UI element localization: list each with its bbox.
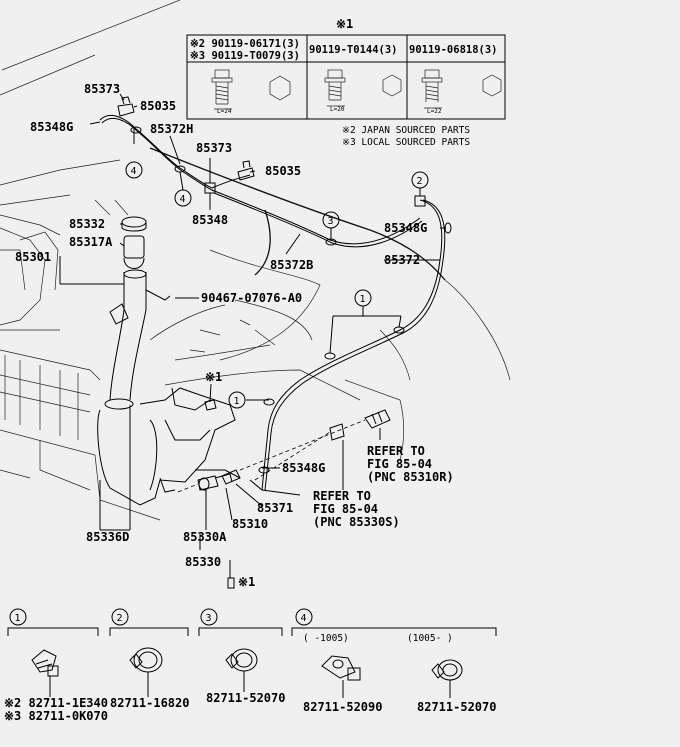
svg-text:4: 4 bbox=[180, 194, 186, 205]
circled-number: 3 bbox=[322, 211, 340, 229]
hex-nut-icon bbox=[382, 74, 402, 97]
legend-part-2: 82711-16820 bbox=[110, 696, 189, 710]
callout-85371: 85371 bbox=[257, 501, 293, 515]
table-col1-line1: ※2 90119-06171(3) bbox=[190, 38, 300, 50]
callout-85372: 85372 bbox=[384, 253, 420, 267]
svg-text:4: 4 bbox=[131, 166, 137, 177]
legend-item-2: 2 82711-16820 bbox=[109, 608, 189, 710]
callout-85348: 85348 bbox=[192, 213, 228, 227]
svg-text:4: 4 bbox=[301, 613, 307, 624]
table-note-mark: ※1 bbox=[336, 17, 353, 31]
callout-85348g-a: 85348G bbox=[30, 120, 73, 134]
legend-item-3: 3 82711-52070 bbox=[198, 608, 285, 705]
callout-85373-b: 85373 bbox=[196, 141, 232, 155]
svg-text:2: 2 bbox=[117, 613, 123, 624]
callout-85330a: 85330A bbox=[183, 530, 227, 544]
washer-nozzle bbox=[237, 160, 255, 181]
part-callouts: 85373 85035 85348G 85372H 85373 85035 85… bbox=[15, 82, 427, 569]
callout-90467-07076-a0: 90467-07076-A0 bbox=[201, 291, 302, 305]
star-mark-1: ※1 bbox=[205, 370, 222, 384]
callout-85373-a: 85373 bbox=[84, 82, 120, 96]
svg-text:(PNC 85310R): (PNC 85310R) bbox=[367, 470, 454, 484]
refer-note-a: REFER TO FIG 85-04 (PNC 85310R) bbox=[367, 444, 454, 484]
clamp-icon bbox=[321, 655, 361, 681]
svg-text:3: 3 bbox=[328, 216, 334, 227]
callout-85035-b: 85035 bbox=[265, 164, 301, 178]
callout-85317a: 85317A bbox=[69, 235, 113, 249]
clamp-icon bbox=[431, 659, 463, 681]
svg-text:1: 1 bbox=[234, 396, 240, 407]
circled-number: 4 bbox=[125, 161, 143, 179]
callout-85310: 85310 bbox=[232, 517, 268, 531]
legend-item-4: 4 ( -1005) (1005- ) 82711-52090 82711-52… bbox=[291, 608, 497, 714]
callout-85035-a: 85035 bbox=[140, 99, 176, 113]
callout-85348g-c: 85348G bbox=[282, 461, 325, 475]
legend-part-1a: ※2 82711-1E340 bbox=[4, 696, 108, 710]
callout-85336d: 85336D bbox=[86, 530, 129, 544]
callout-85301: 85301 bbox=[15, 250, 51, 264]
table-col3: 90119-06818(3) bbox=[409, 44, 498, 56]
hex-nut-icon bbox=[482, 74, 502, 97]
svg-text:3: 3 bbox=[206, 613, 212, 624]
svg-text:(PNC 85330S): (PNC 85330S) bbox=[313, 515, 400, 529]
svg-text:FIG 85-04: FIG 85-04 bbox=[367, 457, 432, 471]
clamp-icon bbox=[129, 647, 163, 673]
note-japan-sourced: ※2 JAPAN SOURCED PARTS bbox=[342, 125, 470, 136]
legend-item-1: 1 ※2 82711-1E340 ※3 82711-0K070 bbox=[4, 608, 108, 723]
hose-clamps bbox=[130, 126, 452, 474]
svg-text:REFER TO: REFER TO bbox=[367, 444, 425, 458]
circled-number: 4 bbox=[174, 189, 192, 207]
legend-part-1b: ※3 82711-0K070 bbox=[4, 709, 108, 723]
clamp-legend: 1 ※2 82711-1E340 ※3 82711-0K070 2 82711-… bbox=[4, 608, 497, 723]
legend-range-b: (1005- ) bbox=[407, 633, 453, 644]
legend-part-4a: 82711-52090 bbox=[303, 700, 382, 714]
legend-range-a: ( -1005) bbox=[303, 633, 349, 644]
clamp-icon bbox=[31, 649, 59, 677]
callout-85330: 85330 bbox=[185, 555, 221, 569]
bolt-icon: L=20 bbox=[324, 69, 346, 113]
refer-note-b: REFER TO FIG 85-04 (PNC 85330S) bbox=[313, 489, 400, 529]
leader-lines bbox=[59, 93, 446, 578]
circled-number: 1 bbox=[228, 391, 246, 409]
table-col1-line2: ※3 90119-T0079(3) bbox=[190, 50, 300, 62]
table-col2: 90119-T0144(3) bbox=[309, 44, 398, 56]
svg-text:1: 1 bbox=[360, 294, 366, 305]
note-local-sourced: ※3 LOCAL SOURCED PARTS bbox=[342, 137, 470, 148]
svg-text:1: 1 bbox=[15, 613, 21, 624]
dim-label-3: L=22 bbox=[427, 108, 442, 115]
bolt-icon: L=22 bbox=[421, 69, 443, 115]
callout-85372b: 85372B bbox=[270, 258, 313, 272]
legend-part-4b: 82711-52070 bbox=[417, 700, 496, 714]
circled-number: 2 bbox=[411, 171, 429, 189]
dim-label-2: L=20 bbox=[330, 106, 345, 113]
clamp-icon bbox=[225, 648, 258, 672]
star-mark-2: ※1 bbox=[238, 575, 255, 589]
callout-85372h: 85372H bbox=[150, 122, 193, 136]
svg-text:FIG 85-04: FIG 85-04 bbox=[313, 502, 378, 516]
bolt-spec-table: ※1 ※2 90119-06171(3) ※3 90119-T0079(3) 9… bbox=[186, 17, 506, 120]
hex-nut-icon bbox=[269, 75, 291, 101]
legend-part-3: 82711-52070 bbox=[206, 691, 285, 705]
dim-label-1: L=24 bbox=[217, 108, 232, 115]
svg-text:2: 2 bbox=[417, 176, 423, 187]
circled-number: 1 bbox=[354, 289, 372, 307]
bolt-icon: L=24 bbox=[211, 69, 233, 115]
washer-tank-assembly bbox=[97, 216, 391, 589]
svg-text:REFER TO: REFER TO bbox=[313, 489, 371, 503]
callout-85348g-b: 85348G bbox=[384, 221, 427, 235]
washer-nozzle bbox=[117, 96, 135, 117]
washer-hoses bbox=[99, 115, 446, 496]
callout-85332: 85332 bbox=[69, 217, 105, 231]
